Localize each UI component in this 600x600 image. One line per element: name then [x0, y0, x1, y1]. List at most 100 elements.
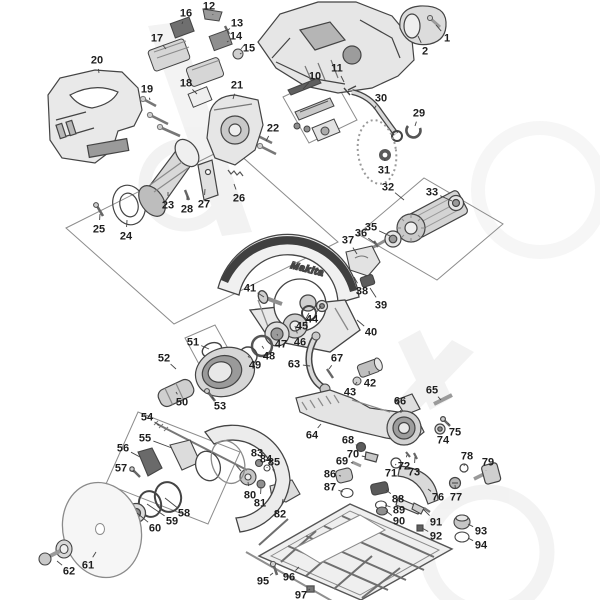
part-label-79: 79 [482, 457, 494, 469]
armature-group-box [357, 177, 504, 281]
part-label-31: 31 [378, 165, 390, 177]
part-leader-43 [354, 381, 358, 385]
part-label-38: 38 [356, 286, 368, 298]
part-label-39: 39 [375, 300, 387, 312]
part-leader-97 [308, 588, 311, 591]
part-label-94: 94 [475, 540, 488, 552]
part-label-67: 67 [331, 353, 343, 365]
button-88 [370, 481, 390, 496]
part-leader-38 [353, 276, 358, 284]
part-leader-58 [164, 497, 178, 508]
part-label-96: 96 [283, 572, 295, 584]
part-label-78: 78 [461, 451, 473, 463]
motor-housing-left [47, 69, 143, 164]
part-label-33: 33 [426, 187, 438, 199]
part-leader-60 [136, 512, 149, 523]
part-leader-52 [170, 363, 177, 370]
part-leader-75 [447, 422, 450, 426]
part-label-63: 63 [288, 359, 300, 371]
rod-54 [156, 423, 248, 471]
part-label-48: 48 [263, 351, 275, 363]
rubber-39 [359, 274, 376, 288]
part-leader-72 [405, 454, 408, 458]
spindle-group [157, 341, 256, 408]
part-label-32: 32 [382, 182, 394, 194]
part-label-51: 51 [187, 337, 199, 349]
part-label-47: 47 [275, 339, 287, 351]
part-label-55: 55 [139, 433, 151, 445]
part-leader-76 [427, 488, 432, 492]
part-leader-47 [276, 333, 279, 336]
lever-56 [137, 447, 163, 477]
part-label-53: 53 [214, 401, 226, 413]
ring-94 [454, 531, 470, 543]
bevel-quadrant [395, 462, 502, 515]
part-label-15: 15 [243, 43, 255, 55]
part-label-75: 75 [449, 427, 461, 439]
part-leader-33 [440, 195, 453, 202]
part-leader-15 [239, 52, 242, 55]
part-leader-96 [295, 566, 300, 571]
part-leader-22 [265, 135, 270, 142]
part-label-10: 10 [309, 71, 321, 83]
part-leader-50 [175, 391, 178, 395]
part-leader-14 [226, 40, 229, 43]
part-label-66: 66 [394, 396, 406, 408]
switch-terminal-parts [147, 8, 246, 108]
part-label-92: 92 [430, 531, 442, 543]
screw-57 [132, 469, 141, 478]
part-label-86: 86 [324, 469, 336, 481]
part-label-45: 45 [296, 321, 308, 333]
screw-72 [405, 451, 411, 458]
part-leader-87 [338, 489, 344, 493]
connector-16 [169, 16, 195, 39]
part-leader-45 [305, 312, 310, 319]
terminal-17b [185, 57, 225, 87]
part-leader-2 [417, 35, 422, 43]
armature-group [369, 190, 469, 251]
part-leader-41 [257, 292, 265, 298]
part-leader-67 [328, 365, 333, 370]
part-label-16: 16 [180, 8, 192, 20]
part-label-88: 88 [392, 494, 404, 506]
small-hardware-42-43-67 [326, 357, 383, 386]
blade-bolt [38, 539, 73, 566]
screw-92 [416, 524, 424, 532]
chain-dotted [356, 119, 398, 185]
part-label-70: 70 [347, 449, 359, 461]
part-leader-46 [294, 325, 298, 334]
knob-86 [335, 467, 354, 484]
part-label-68: 68 [342, 435, 354, 447]
screw-25 [95, 205, 105, 217]
stator-23 [138, 138, 200, 217]
part-label-43: 43 [344, 387, 356, 399]
part-leader-57 [129, 470, 135, 473]
part-label-69: 69 [336, 456, 348, 468]
saw-blade [61, 481, 143, 579]
screw-36 [373, 240, 379, 248]
part-label-14: 14 [230, 31, 243, 43]
bolt-head-62 [38, 552, 52, 566]
part-leader-51 [201, 345, 210, 350]
nut-83 [254, 458, 264, 468]
part-label-76: 76 [432, 492, 444, 504]
guard-dark-band [221, 236, 357, 292]
part-label-91: 91 [430, 517, 442, 529]
part-label-61: 61 [82, 560, 94, 572]
part-leader-19 [148, 97, 151, 101]
part-leader-20 [97, 68, 100, 74]
part-leader-48 [261, 345, 265, 349]
part-label-30: 30 [375, 93, 387, 105]
part-leader-88 [385, 489, 392, 494]
pin-65 [433, 393, 453, 406]
part-label-58: 58 [178, 508, 190, 520]
base-plate [245, 503, 454, 600]
blade-slot [293, 514, 387, 564]
part-leader-89 [384, 504, 391, 508]
part-label-11: 11 [331, 63, 343, 75]
part-label-77: 77 [450, 492, 462, 504]
switch-15 [232, 48, 244, 60]
part-label-90: 90 [393, 516, 405, 528]
part-label-13: 13 [231, 18, 243, 30]
